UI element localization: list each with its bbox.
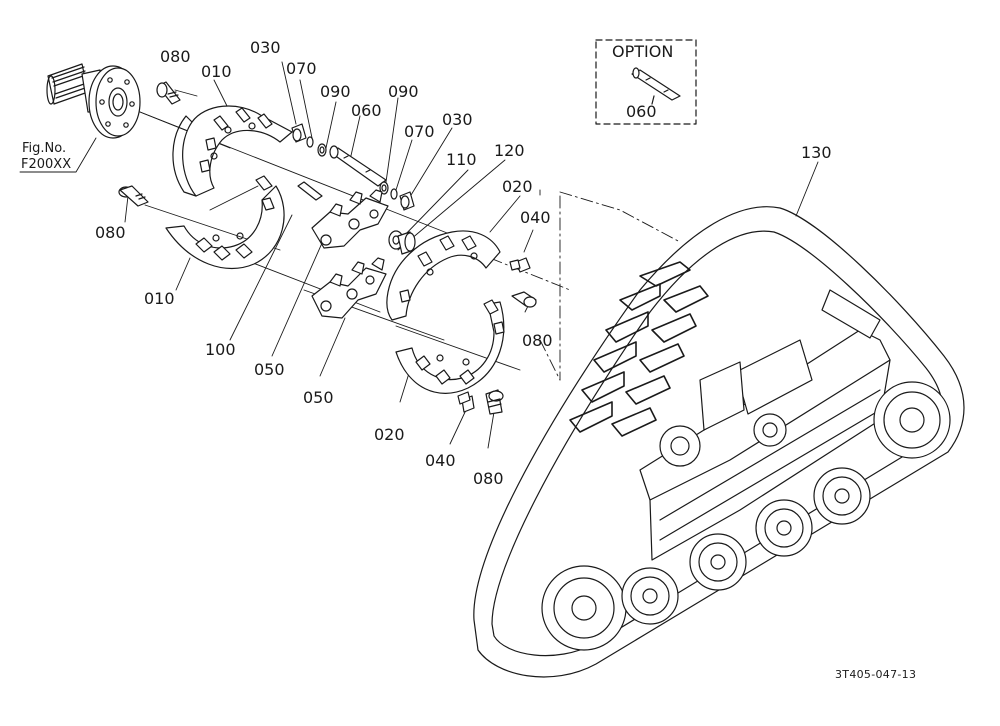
bolt-080-top: [156, 81, 181, 105]
pin-030-top: [291, 123, 307, 143]
nut-040-top: [509, 257, 531, 273]
bolt-080-bottom: [485, 389, 504, 415]
label-020-bottom: 020: [374, 425, 405, 444]
label-050-b: 050: [303, 388, 334, 407]
axle-hub-flange: [46, 63, 141, 139]
label-070-mid: 070: [404, 122, 435, 141]
option-pin-060: [631, 67, 681, 105]
label-130: 130: [801, 143, 832, 162]
bushing-120: [397, 231, 416, 255]
label-100: 100: [205, 340, 236, 359]
pin-060: [329, 145, 387, 187]
sprocket-half-020-bottom: [395, 299, 505, 394]
label-030-mid: 030: [442, 110, 473, 129]
label-090-mid: 090: [388, 82, 419, 101]
label-080-bottom: 080: [473, 469, 504, 488]
track-assembly-130: [473, 206, 965, 678]
label-070-top: 070: [286, 59, 317, 78]
sprocket-half-010-bottom: [165, 175, 285, 270]
nut-040-bottom: [457, 391, 475, 413]
label-050-a: 050: [254, 360, 285, 379]
option-part-060: 060: [626, 102, 657, 121]
label-080-top: 080: [160, 47, 191, 66]
label-040-top: 040: [520, 208, 551, 227]
sprocket-segment-050-upper: [311, 189, 389, 249]
bolt-080-left: [118, 185, 149, 207]
option-box: [595, 39, 697, 125]
figure-ref-line1: Fig.No.: [22, 141, 67, 156]
option-title: OPTION: [612, 42, 674, 61]
label-010-bottom: 010: [144, 289, 175, 308]
bolt-080-right: [511, 291, 537, 308]
label-080-right: 080: [522, 331, 553, 350]
figure-reference-mark: [19, 137, 97, 173]
document-id: 3T405-047-13: [835, 668, 917, 681]
washer-090-top: [317, 143, 327, 157]
ring-070-top: [306, 136, 314, 148]
label-020-top: 020: [502, 177, 533, 196]
label-030-top: 030: [250, 38, 281, 57]
washer-090-mid: [379, 181, 389, 195]
label-080-left: 080: [95, 223, 126, 242]
label-010-top: 010: [201, 62, 232, 81]
label-060: 060: [351, 101, 382, 120]
pin-100: [297, 181, 323, 201]
label-090-top: 090: [320, 82, 351, 101]
ring-070-mid: [390, 188, 398, 200]
pin-030-mid: [399, 191, 415, 211]
leader-130: [795, 161, 819, 217]
sprocket-segment-050-lower: [311, 257, 387, 319]
sprocket-half-020-top: [386, 230, 501, 321]
label-110: 110: [446, 150, 477, 169]
label-120: 120: [494, 141, 525, 160]
figure-ref-line2: F200XX: [21, 157, 72, 172]
label-040-bottom: 040: [425, 451, 456, 470]
sprocket-half-010-top: [172, 105, 293, 197]
